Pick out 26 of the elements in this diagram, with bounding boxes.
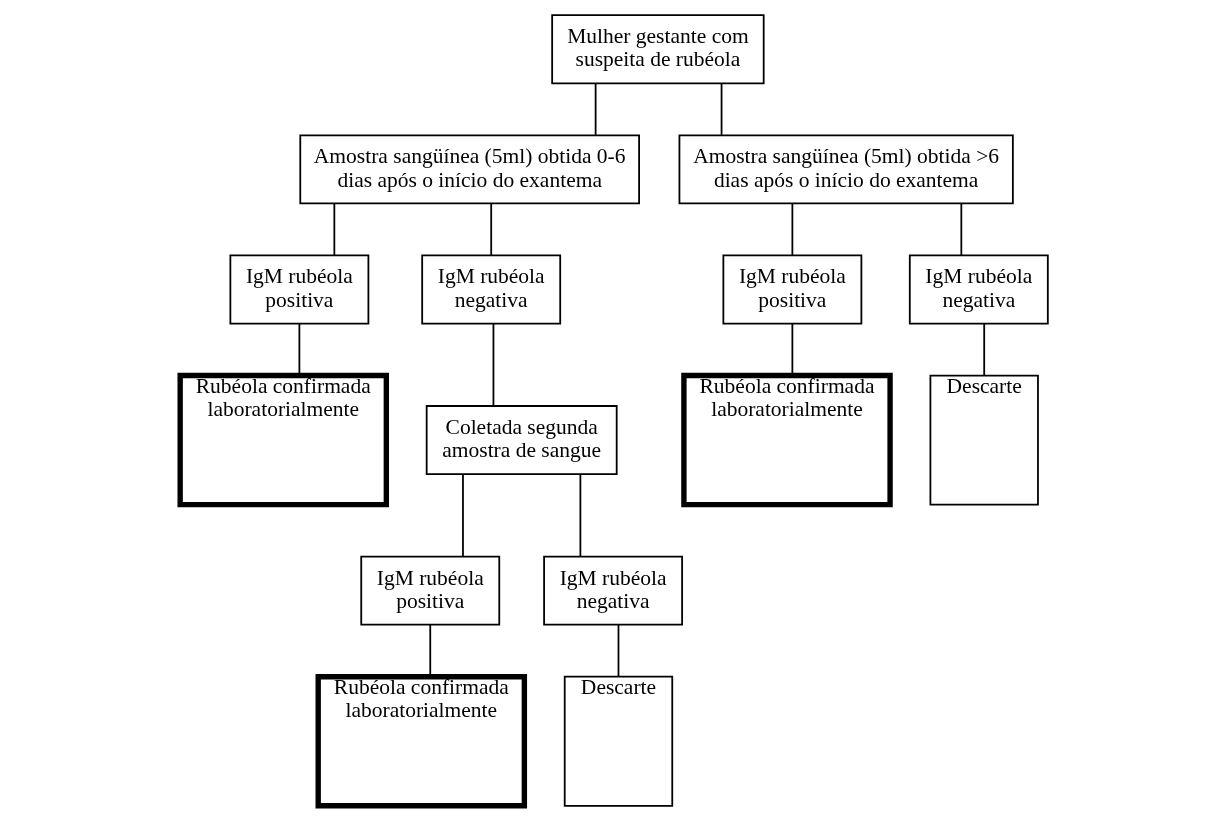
connector bbox=[462, 473, 464, 557]
node-box: Coletada segunda amostra de sangue bbox=[425, 405, 618, 476]
connector bbox=[617, 623, 620, 678]
node-box: IgM rubéola positiva bbox=[360, 555, 501, 626]
connector bbox=[983, 322, 986, 377]
node-box: Descarte bbox=[929, 374, 1039, 506]
node-box: Amostra sangüínea (5ml) obtida >6 dias após o início do exantema bbox=[678, 134, 1014, 205]
connector bbox=[579, 473, 582, 557]
node-box: Rubéola confirmada laboratorialmente bbox=[681, 372, 893, 508]
node-box: Rubéola confirmada laboratorialmente bbox=[315, 674, 528, 809]
connector bbox=[791, 202, 794, 256]
node-box: Amostra sangüínea (5ml) obtida 0-6 dias após o início do exantema bbox=[299, 134, 640, 205]
connector bbox=[333, 202, 336, 256]
connector bbox=[492, 322, 495, 407]
node-box: IgM rubéola negativa bbox=[543, 555, 683, 626]
node-box: IgM rubéola negativa bbox=[421, 254, 562, 325]
connector bbox=[490, 202, 493, 256]
node-box: IgM rubéola positiva bbox=[722, 254, 863, 325]
node-box: Descarte bbox=[563, 675, 674, 807]
node-box: IgM rubéola positiva bbox=[229, 254, 370, 325]
connector bbox=[720, 82, 723, 136]
node-box: Mulher gestante com suspeita de rubéola bbox=[551, 14, 765, 85]
node-box: IgM rubéola negativa bbox=[908, 254, 1049, 325]
connector bbox=[594, 82, 597, 136]
connector bbox=[960, 202, 963, 256]
node-box: Rubéola confirmada laboratorialmente bbox=[177, 372, 389, 508]
